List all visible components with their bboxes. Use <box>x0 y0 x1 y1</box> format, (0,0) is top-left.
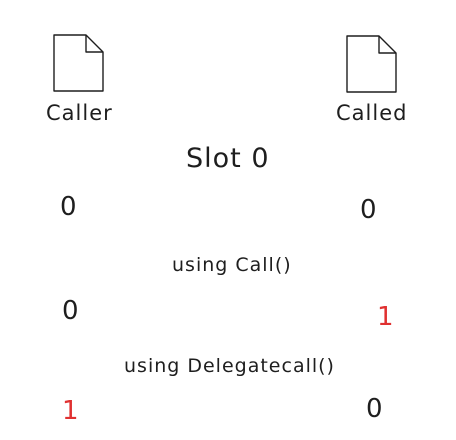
slot-title: Slot 0 <box>186 143 270 174</box>
caller-after-delegatecall-value: 1 <box>62 396 79 426</box>
called-after-call-value: 1 <box>377 302 394 332</box>
caller-label: Caller <box>46 101 113 125</box>
caller-document-icon <box>50 32 106 94</box>
called-document-icon <box>343 33 399 95</box>
called-initial-value: 0 <box>360 195 377 225</box>
called-label: Called <box>336 101 408 125</box>
call-method-label: using Call() <box>172 254 292 276</box>
delegatecall-method-label: using Delegatecall() <box>124 355 335 377</box>
caller-after-call-value: 0 <box>62 296 79 326</box>
caller-initial-value: 0 <box>60 192 77 222</box>
called-after-delegatecall-value: 0 <box>366 394 383 424</box>
